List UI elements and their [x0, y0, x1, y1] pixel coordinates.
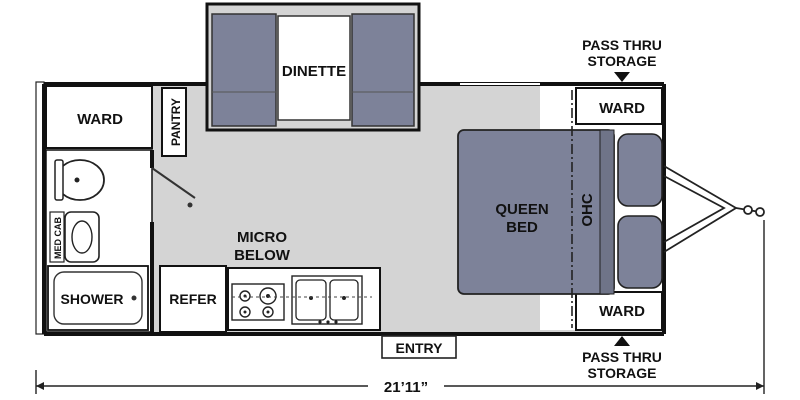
ward-left: WARD [45, 85, 153, 149]
ward-bottom-right: WARD [575, 291, 663, 331]
refer-label: REFER [169, 291, 216, 307]
hitch [663, 165, 765, 253]
sink-icon [64, 211, 100, 263]
dinette-slideout: DINETTE [205, 2, 421, 132]
pass-thru-storage-bottom: PASS THRU STORAGE [582, 336, 662, 381]
queen-bed-label-line1: QUEEN [495, 201, 548, 218]
toilet-icon [54, 159, 105, 201]
ward-top-right: WARD [575, 87, 663, 125]
dimension-label: 21’11” [384, 379, 428, 396]
entry-door: ENTRY [381, 335, 457, 359]
pass-thru-top-line2: STORAGE [588, 53, 657, 69]
entry-label: ENTRY [396, 340, 444, 356]
dinette-table [277, 15, 351, 121]
ward-top-right-label: WARD [599, 100, 645, 117]
dinette-label: DINETTE [282, 63, 346, 80]
pass-thru-storage-top: PASS THRU STORAGE [582, 37, 662, 82]
pass-thru-top-line1: PASS THRU [582, 37, 662, 53]
arrow-up-icon [614, 336, 630, 346]
pass-thru-bottom-line2: STORAGE [588, 365, 657, 381]
dinette-bench-left [211, 13, 277, 127]
shower: SHOWER [47, 265, 149, 331]
shower-label: SHOWER [61, 291, 124, 307]
med-cab: MED CAB [49, 211, 65, 263]
kitchen-counter [227, 267, 381, 331]
queen-bed-label-line2: BED [506, 219, 538, 236]
bathroom: MED CAB SHOWER [45, 149, 196, 333]
exterior-walls [42, 82, 666, 336]
queen-bed: QUEEN BED [457, 129, 663, 295]
arrow-down-icon [614, 72, 630, 82]
dinette-bench-right [351, 13, 415, 127]
ohc-label: OHC [579, 193, 596, 227]
pantry-label: PANTRY [169, 98, 183, 146]
pass-thru-bottom-line1: PASS THRU [582, 349, 662, 365]
bedroom: WARD WARD QUEEN BED OHC [457, 86, 663, 331]
ward-left-label: WARD [77, 111, 123, 128]
pantry: PANTRY [161, 87, 187, 157]
kitchen-sink-icon [291, 275, 363, 325]
micro-label-line1: MICRO [237, 229, 287, 246]
stove-icon [231, 283, 285, 321]
med-cab-label: MED CAB [53, 217, 63, 259]
ward-bottom-right-label: WARD [599, 303, 645, 320]
refrigerator: REFER [159, 265, 227, 333]
bathroom-door-swing [151, 167, 196, 199]
micro-label-line2: BELOW [234, 247, 291, 264]
